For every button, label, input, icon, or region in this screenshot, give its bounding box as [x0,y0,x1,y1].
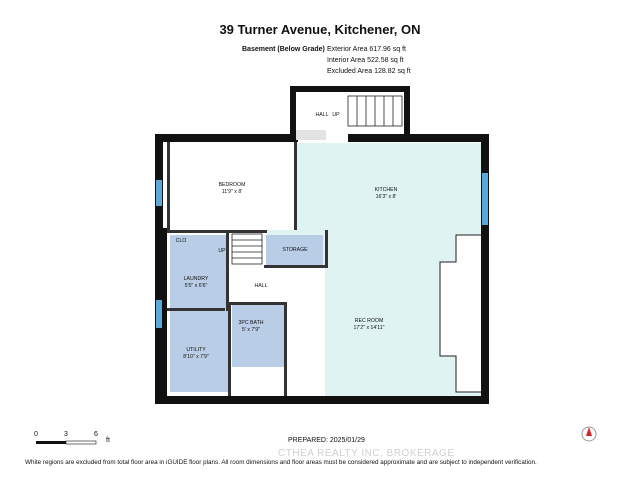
level-name: Basement (Below Grade) [242,46,325,53]
bedroom-label: BEDROOM [219,182,246,188]
up-mid-label: UP [218,248,226,254]
bath-dimensions: 5' x 7'9" [242,327,260,333]
interior-area: Interior Area 522.58 sq ft [327,57,404,64]
kitchen-fill [297,143,481,230]
utility-dimensions: 8'10" x 7'9" [183,354,209,360]
laundry-fill [170,235,226,310]
up-top-label: UP [332,112,340,118]
bath-label: 3PC BATH [239,320,264,326]
storage-fill [266,235,323,265]
storage-label: STORAGE [282,247,308,253]
walls [155,86,489,404]
stairs-top [347,95,403,127]
utility-window [156,300,162,328]
rec-room-dimensions: 17'2" x 14'11" [354,325,385,331]
laundry-label: LAUNDRY [184,276,209,282]
compass-icon [581,426,597,442]
hall-top-label: HALL [316,112,329,118]
scale-three: 3 [64,431,68,438]
kitchen-window [482,173,488,225]
bedroom-window [156,180,162,206]
prepared-date: PREPARED: 2025/01/29 [288,437,365,444]
utility-label: UTILITY [186,347,206,353]
bath-fill [232,305,284,347]
clo-label: CLO [176,238,187,244]
watermark: CTHEA REALTY INC, BROKERAGE [278,448,455,459]
kitchen-label: KITCHEN [375,187,398,193]
exterior-area: Exterior Area 617.96 sq ft [327,46,406,53]
scale-unit: ft [106,437,110,444]
laundry-dimensions: 5'5" x 6'6" [185,283,208,289]
hall-mid-label: HALL [255,283,268,289]
stairs-mid [231,233,263,265]
footer-disclaimer: White regions are excluded from total fl… [25,459,537,466]
entry-door [296,130,326,140]
scale-zero: 0 [34,431,38,438]
rec-room-bumpout [439,234,481,393]
kitchen-dimensions: 16'3" x 8' [376,194,397,200]
scale-bar [36,440,97,445]
scale-six: 6 [94,431,98,438]
excluded-area: Excluded Area 128.82 sq ft [327,68,411,75]
utility-fill [170,310,228,392]
plan-title: 39 Turner Avenue, Kitchener, ON [219,22,421,37]
bedroom-dimensions: 11'9" x 8' [222,189,242,195]
bath-lower-fill [232,347,284,367]
interior-walls [167,142,328,396]
rec-room-label: REC ROOM [355,318,384,324]
